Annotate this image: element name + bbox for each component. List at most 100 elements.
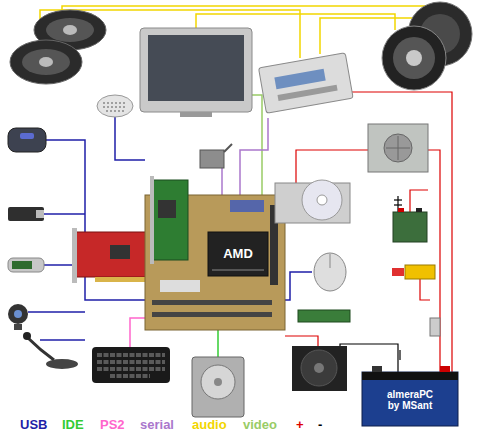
car-battery	[362, 366, 458, 426]
microphone	[23, 332, 78, 369]
hard-disk	[192, 357, 244, 417]
mini-keyboard-part	[97, 95, 133, 117]
power-wires-negative-part	[340, 344, 398, 372]
usb-stick-part	[8, 258, 44, 272]
chip-logo: AMD	[221, 246, 255, 262]
legend-swatch: PS2	[100, 418, 125, 431]
gps-antenna	[8, 128, 46, 152]
motherboard-part	[152, 300, 272, 305]
webcam	[8, 304, 28, 330]
oval-speakers-part	[63, 25, 77, 35]
webcam-part	[14, 310, 22, 318]
ide-wires-part	[217, 330, 219, 357]
usb-adapter-part	[8, 207, 44, 221]
car-stereo-part	[277, 85, 337, 101]
usb-adapter-part	[36, 210, 44, 218]
serial-wires-part	[240, 118, 268, 196]
power-wires-positive-part	[350, 92, 452, 372]
dvd-drive	[275, 180, 350, 223]
inline-fuse-part	[430, 318, 440, 336]
usb-stick	[8, 258, 44, 272]
round-speakers-part	[393, 37, 435, 79]
power-supply-part	[384, 134, 412, 162]
cpu-fan-part	[292, 346, 347, 391]
car-stereo-part	[274, 69, 325, 90]
fuse-holder	[392, 265, 435, 279]
legend-swatch: audio	[192, 418, 227, 431]
mouse-part	[314, 253, 346, 291]
fuse-holder-part	[392, 268, 404, 276]
usb-stick-part	[12, 261, 32, 269]
keyboard-part	[92, 347, 170, 383]
mini-keyboard-part	[103, 103, 127, 111]
motherboard-part	[152, 312, 272, 317]
monitor-part	[148, 35, 244, 101]
motherboard-part	[160, 280, 200, 292]
legend-text: IDE	[62, 417, 84, 432]
pci-card-red-part	[72, 228, 77, 283]
car-battery-part	[362, 372, 458, 380]
dvd-drive-part	[302, 180, 342, 220]
dvd-drive-part	[317, 195, 327, 205]
car-battery-part	[362, 372, 458, 426]
legend-swatch: IDE	[62, 418, 84, 431]
car-stereo	[259, 53, 354, 114]
motherboard-part	[230, 200, 264, 212]
webcam-part	[8, 304, 28, 324]
power-wires-negative-part	[394, 199, 402, 200]
car-battery-part	[372, 366, 382, 372]
backup-battery-part	[393, 212, 427, 242]
keyboard	[92, 347, 170, 383]
legend-text: PS2	[100, 417, 125, 432]
oval-speakers-part	[46, 18, 94, 42]
cpu-fan-part	[314, 363, 324, 373]
keyboard-part	[97, 355, 165, 376]
usb-wires-part	[115, 117, 145, 160]
legend-text: audio	[192, 417, 227, 432]
inline-fuse	[430, 318, 440, 336]
round-speakers	[382, 2, 472, 90]
legend-swatch: USB	[20, 418, 47, 431]
motherboard-part	[145, 195, 285, 330]
oval-speakers-part	[39, 57, 53, 67]
legend-text: video	[243, 417, 277, 432]
pci-card-red-part	[110, 245, 130, 259]
microphone-part	[28, 338, 54, 360]
pci-card-green-part	[158, 200, 176, 218]
usb-adapter	[8, 207, 44, 221]
ps2-wires-part	[130, 318, 145, 347]
mouse-part	[330, 254, 331, 268]
power-supply	[368, 124, 428, 172]
microphone-part	[46, 359, 78, 369]
wifi-module-part	[200, 150, 224, 168]
wifi-module-part	[224, 144, 232, 152]
usb-wires	[28, 117, 312, 340]
pcb-strip-part	[298, 310, 350, 322]
monitor	[140, 28, 252, 117]
power-supply-part	[386, 136, 410, 160]
ps2-wires	[130, 318, 145, 347]
hard-disk-part	[201, 365, 235, 399]
motherboard-part	[208, 232, 268, 276]
pci-card-green-part	[150, 176, 154, 264]
backup-battery-part	[398, 208, 404, 212]
microphone-part	[23, 332, 31, 340]
legend-text: -	[318, 417, 322, 432]
gps-antenna-part	[20, 133, 34, 139]
usb-wires-part	[40, 339, 85, 341]
monitor-part	[180, 112, 212, 117]
car-stereo-part	[259, 53, 354, 114]
round-speakers-part	[382, 26, 446, 90]
legend-text: USB	[20, 417, 47, 432]
power-supply-part	[368, 124, 428, 172]
pci-card-red-part	[95, 277, 150, 282]
hard-disk-part	[214, 378, 222, 386]
cpu-fan-part	[301, 350, 337, 386]
oval-speakers-part	[10, 40, 82, 84]
legend-text: +	[296, 417, 304, 432]
usb-wires-part	[28, 311, 85, 313]
legend-swatch: -	[318, 418, 322, 431]
fuse-holder-part	[405, 265, 435, 279]
